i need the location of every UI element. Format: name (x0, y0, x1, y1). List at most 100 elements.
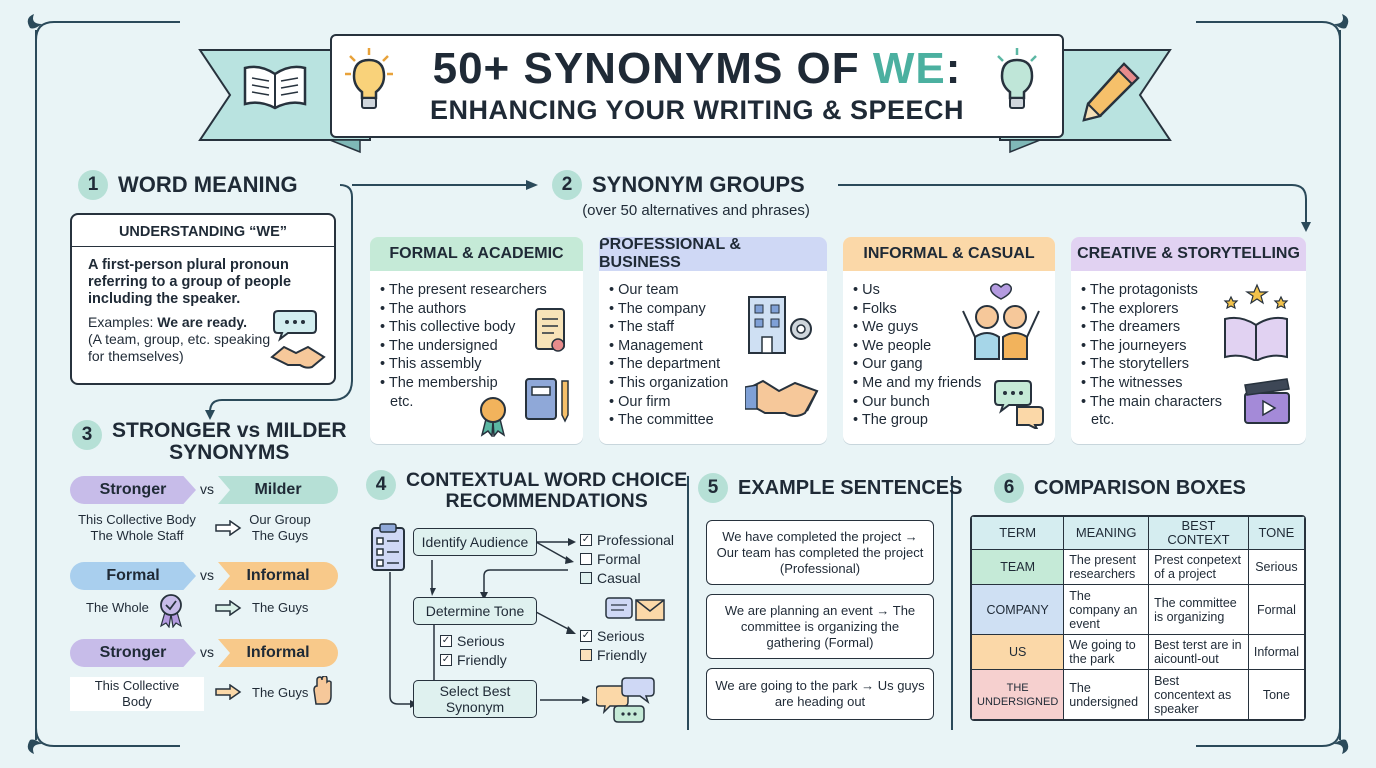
list-item: The staff (609, 318, 817, 337)
section4-title-line1: CONTEXTUAL WORD CHOICE (406, 469, 688, 491)
section6-heading: 6 COMPARISON BOXES (994, 473, 1246, 503)
table-row: THE UNDERSIGNED The undersigned Best con… (971, 669, 1305, 720)
list-item: Our firm (609, 393, 817, 412)
audience-checklist: ✓Professional Formal Casual (580, 530, 674, 587)
section6-title: COMPARISON BOXES (1034, 476, 1246, 499)
example-sentence-2: We are planning an event → The committee… (706, 594, 934, 659)
stronger-pill: Stronger (70, 476, 196, 504)
tone-cell: Informal (1247, 633, 1305, 671)
group-professional-business: PROFESSIONAL & BUSINESS Our team The com… (599, 237, 827, 444)
office-building-icon (743, 287, 819, 357)
page-title: 50+ SYNONYMS OF WE: (432, 44, 962, 93)
word-definition: A first-person plural pronoun referring … (88, 257, 292, 307)
section5-number: 5 (698, 473, 728, 503)
informal-example: The Guys (252, 685, 309, 700)
select-synonym-step: Select Best Synonym (413, 680, 537, 718)
table-header: MEANING (1063, 516, 1150, 550)
chat-bubbles-icon (596, 676, 656, 724)
storybook-stars-icon (1221, 281, 1291, 361)
list-item: This organization (609, 374, 817, 393)
chat-bubbles-icon (993, 377, 1045, 429)
list-item: The main characters (1081, 393, 1296, 412)
section3-heading: 3 STRONGER vs MILDER SYNONYMS (72, 420, 347, 464)
section1-number: 1 (78, 170, 108, 200)
meaning-cell: The company an event (1063, 584, 1150, 635)
tone-right-checklist: ✓Serious Friendly (580, 626, 647, 664)
list-item: This assembly (380, 355, 573, 374)
open-book-icon (240, 62, 310, 112)
arrow-icon (215, 520, 242, 536)
table-header: TERM (971, 516, 1065, 550)
list-item: The present researchers (380, 281, 573, 300)
identify-audience-step: Identify Audience (413, 528, 537, 556)
list-item: The undersigned (380, 337, 573, 356)
group-formal-title: FORMAL & ACADEMIC (370, 237, 583, 271)
group-professional-title: PROFESSIONAL & BUSINESS (599, 237, 827, 271)
arrow-icon (215, 600, 242, 616)
lightbulb-green-icon (992, 46, 1042, 116)
badge-icon (156, 592, 186, 628)
list-item: The dreamers (1081, 318, 1296, 337)
word-meaning-card-title: UNDERSTANDING “WE” (72, 215, 334, 247)
arrow-icon (215, 684, 242, 700)
section5-title: EXAMPLE SENTENCES (738, 476, 963, 499)
group-creative-list: The protagonists The explorers The dream… (1071, 271, 1306, 438)
milder-pill: Milder (218, 476, 338, 504)
tone-cell: Tone (1247, 669, 1305, 720)
word-meaning-card: UNDERSTANDING “WE” A first-person plural… (70, 213, 336, 385)
list-item: The protagonists (1081, 281, 1296, 300)
clipboard-checklist-icon (368, 522, 408, 572)
list-item: We guys (853, 318, 1045, 337)
friends-icon (955, 281, 1047, 361)
context-cell: Best concentext as speaker (1148, 669, 1249, 720)
term-cell: US (971, 633, 1065, 671)
table-header: TONE (1247, 516, 1305, 550)
tone-cell: Formal (1247, 584, 1305, 635)
list-item: Folks (853, 300, 1045, 319)
stronger-pill: Stronger (70, 639, 196, 667)
group-formal-academic: FORMAL & ACADEMIC The present researcher… (370, 237, 583, 444)
meaning-cell: The undersigned (1063, 669, 1150, 720)
meaning-cell: We going to the park (1063, 633, 1150, 671)
checkbox-icon (580, 648, 592, 661)
message-envelope-icon (604, 596, 666, 624)
section2-number: 2 (552, 170, 582, 200)
stronger-example: This Collective Body (70, 677, 204, 711)
list-item: This collective body (380, 318, 573, 337)
list-item: Me and my friends (853, 374, 1045, 393)
audience-professional: ✓Professional (580, 531, 675, 548)
section5-heading: 5 EXAMPLE SENTENCES (698, 473, 962, 503)
list-item: The authors (380, 300, 573, 319)
checkbox-icon (580, 552, 592, 565)
tone-left-checklist: ✓Serious ✓Friendly (440, 631, 507, 669)
checkbox-icon (580, 571, 592, 584)
context-cell: Prest conpetext of a project (1148, 548, 1249, 586)
term-cell: TEAM (971, 548, 1065, 586)
meaning-cell: The present researchers (1063, 548, 1150, 586)
page-subtitle: ENHANCING YOUR WRITING & SPEECH (429, 95, 965, 125)
book-icon (522, 375, 572, 427)
list-item: The group (853, 411, 1045, 430)
table-header: BEST CONTEXT (1148, 516, 1249, 550)
audience-casual: Casual (580, 568, 674, 587)
list-item: The company (609, 300, 817, 319)
example-sentence-1: We have completed the project → Our team… (706, 520, 934, 585)
vs-label: vs (200, 567, 214, 583)
section6-number: 6 (994, 473, 1024, 503)
word-examples: Examples: We are ready. (A team, group, … (88, 314, 271, 364)
group-informal-title: INFORMAL & CASUAL (843, 237, 1055, 271)
group-creative-storytelling: CREATIVE & STORYTELLING The protagonists… (1071, 237, 1306, 444)
informal-example: The Guys (252, 600, 309, 615)
table-row: COMPANY The company an event The committ… (971, 584, 1305, 635)
section4-title-line2: RECOMMENDATIONS (445, 490, 648, 512)
context-cell: The committee is organizing (1148, 584, 1249, 635)
checked-box-icon: ✓ (580, 629, 592, 642)
tone-friendly: ✓Friendly (440, 651, 507, 668)
flowchart-connectors (389, 538, 590, 708)
list-item: The witnesses (1081, 374, 1296, 393)
section2-title: SYNONYM GROUPS (592, 172, 805, 197)
milder-example: Our Group The Guys (249, 512, 311, 543)
vs-label: vs (200, 481, 214, 497)
checked-box-icon: ✓ (440, 653, 452, 666)
list-item: Our bunch (853, 393, 1045, 412)
